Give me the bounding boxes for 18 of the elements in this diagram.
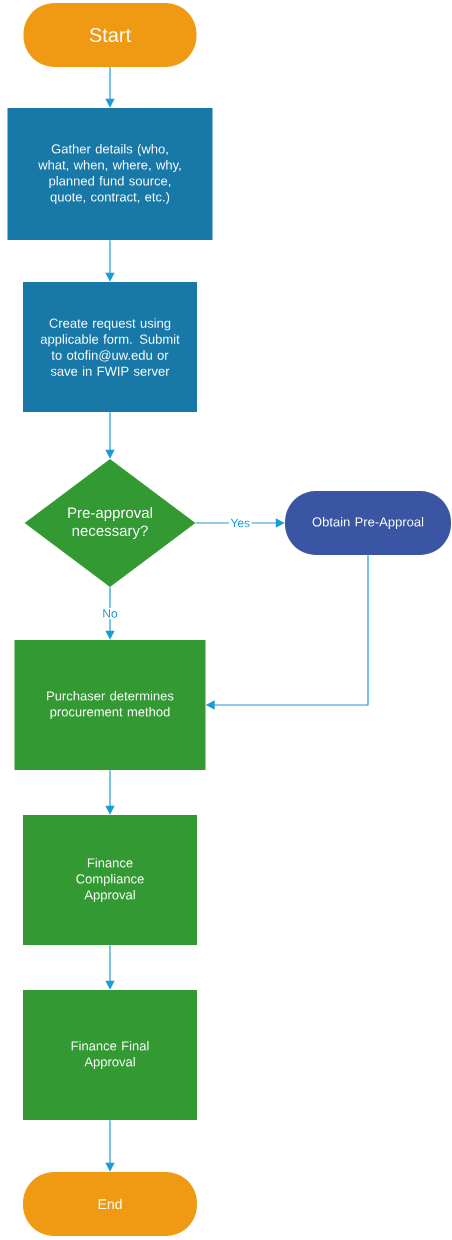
arrow bbox=[105, 239, 115, 282]
edge-label: No bbox=[100, 607, 120, 620]
arrow bbox=[105, 66, 115, 108]
process-box: Create request using applicable form. Submit to otofin@uw.edu or save in FWIP server bbox=[23, 282, 197, 412]
terminal-box: Obtain Pre-Approal bbox=[285, 491, 451, 555]
arrow bbox=[195, 518, 285, 528]
arrow bbox=[105, 411, 115, 459]
terminal-box: End bbox=[23, 1172, 197, 1236]
process-box: Gather details (who, what, when, where, why, planned fund source, quote, contract, etc.) bbox=[7, 108, 213, 240]
process-box: Finance Compliance Approval bbox=[23, 815, 197, 945]
process-box: Purchaser determines procurement method bbox=[14, 640, 206, 770]
terminal-box: Start bbox=[23, 3, 197, 67]
arrow bbox=[105, 944, 115, 990]
arrow bbox=[105, 1119, 115, 1172]
edge-label: Yes bbox=[228, 517, 252, 529]
arrow bbox=[105, 769, 115, 815]
process-box: Finance Final Approval bbox=[23, 990, 197, 1120]
arrow bbox=[105, 586, 115, 640]
